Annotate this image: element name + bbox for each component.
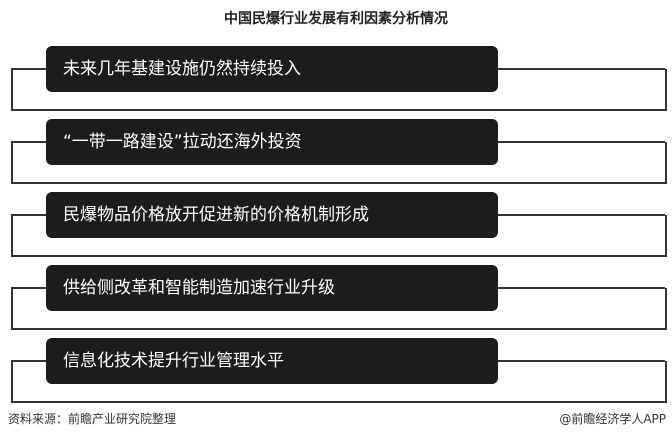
frame-line — [11, 287, 51, 289]
factor-item: “一带一路建设”拉动还海外投资 — [0, 119, 672, 194]
factor-label: 民爆物品价格放开促进新的价格机制形成 — [46, 192, 498, 238]
factor-item: 民爆物品价格放开促进新的价格机制形成 — [0, 192, 672, 267]
item-frame — [11, 215, 667, 257]
factor-item: 未来几年基建设施仍然持续投入 — [0, 46, 672, 121]
item-frame — [11, 288, 667, 330]
frame-line — [495, 214, 665, 216]
item-frame — [11, 142, 667, 184]
item-frame — [11, 361, 667, 403]
factor-label: “一带一路建设”拉动还海外投资 — [46, 119, 498, 165]
frame-line — [495, 360, 665, 362]
frame-line — [11, 68, 51, 70]
factor-item: 信息化技术提升行业管理水平 — [0, 338, 672, 413]
frame-line — [495, 141, 665, 143]
source-note: 资料来源：前瞻产业研究院整理 — [8, 412, 177, 426]
factor-label: 未来几年基建设施仍然持续投入 — [46, 46, 498, 92]
chart-title: 中国民爆行业发展有利因素分析情况 — [224, 11, 448, 27]
credit-note: @前瞻经济学人APP — [559, 412, 666, 426]
frame-line — [11, 214, 51, 216]
frame-line — [11, 141, 51, 143]
factor-item: 供给侧改革和智能制造加速行业升级 — [0, 265, 672, 340]
frame-line — [495, 68, 665, 70]
item-frame — [11, 69, 667, 111]
frame-line — [11, 360, 51, 362]
factor-label: 信息化技术提升行业管理水平 — [46, 338, 498, 384]
factor-label: 供给侧改革和智能制造加速行业升级 — [46, 265, 498, 311]
frame-line — [495, 287, 665, 289]
